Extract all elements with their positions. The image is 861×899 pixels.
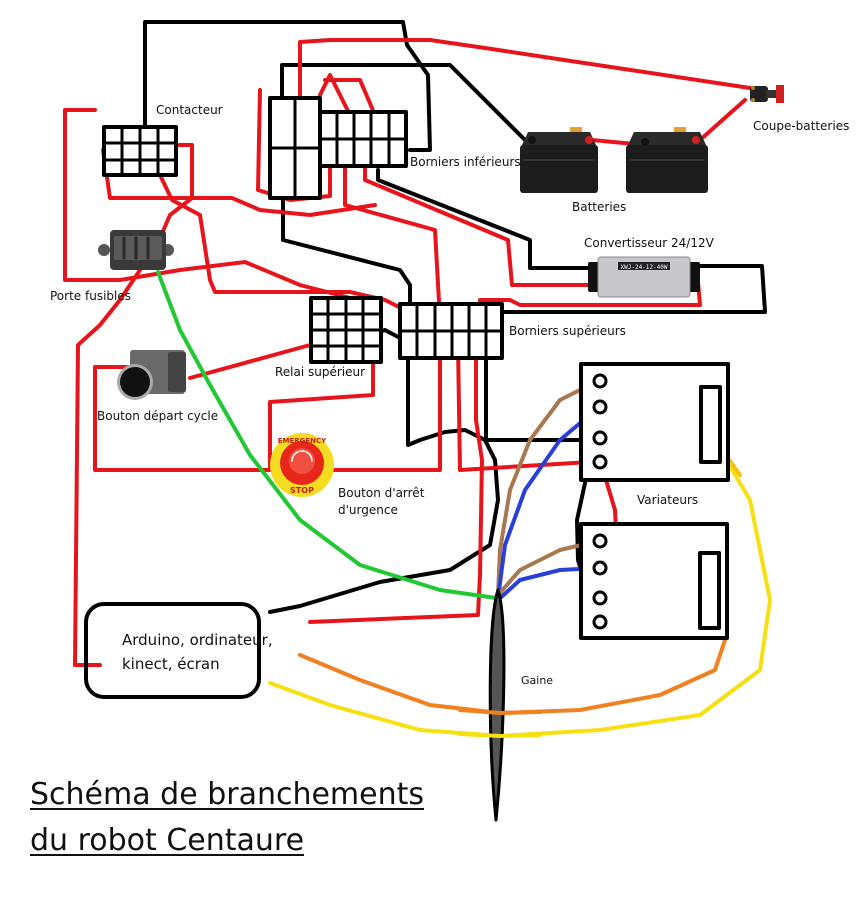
wire-red-estop-sup <box>328 343 442 472</box>
gaine-sleeve <box>488 588 506 822</box>
ground-wires <box>143 20 767 614</box>
wire-red-borniers-arcs <box>318 73 377 117</box>
title-line-1: Schéma de branchements <box>30 777 425 812</box>
label-convertisseur: Convertisseur 24/12V <box>584 236 714 250</box>
label-bouton-depart-cycle: Bouton départ cycle <box>97 409 219 423</box>
label-borniers-superieurs: Borniers supérieurs <box>509 324 626 338</box>
wire-blue-var1 <box>496 406 600 600</box>
bouton-depart-cycle <box>117 350 186 400</box>
label-relai-superieur: Relai supérieur <box>275 365 366 379</box>
wire-black-converter <box>376 168 600 270</box>
label-arduino-line2: kinect, écran <box>122 655 220 673</box>
battery-2 <box>626 127 708 193</box>
label-coupe-batteries: Coupe-batteries <box>753 119 850 133</box>
borniers-inferieurs-block <box>268 96 408 200</box>
coupe-batteries-switch <box>750 85 784 103</box>
wire-yellow-over-gaine <box>458 732 542 738</box>
wire-brown-var1 <box>496 378 602 597</box>
wire-red-sup-var <box>456 343 592 472</box>
battery-1 <box>520 127 598 193</box>
wire-black-borniers-down <box>281 168 412 322</box>
wire-black-sup-right <box>484 343 582 442</box>
contacteur-block <box>102 125 178 177</box>
variateur-2 <box>579 522 729 640</box>
wire-yellow-arduino-var <box>268 434 772 738</box>
wire-red-fuse-left-down <box>73 268 142 667</box>
wire-red-contact-loop <box>101 148 377 217</box>
bouton-arret-urgence <box>270 433 334 497</box>
stop-text: STOP <box>290 486 314 495</box>
wire-red-battery-cutoff <box>298 38 752 97</box>
wire-black-sup-left <box>268 343 500 614</box>
label-gaine: Gaine <box>521 674 554 687</box>
borniers-superieurs-block <box>398 302 504 360</box>
wire-red-start-estop <box>93 365 272 472</box>
arduino-box <box>84 602 261 699</box>
porte-fusibles-box <box>98 230 174 270</box>
variateur-1 <box>579 362 730 482</box>
wire-red-contact-fuse2 <box>158 143 194 240</box>
wire-red-left-big <box>63 108 360 302</box>
relai-superieur-block <box>309 296 383 364</box>
label-batteries: Batteries <box>572 200 627 214</box>
label-porte-fusibles: Porte fusibles <box>50 289 131 303</box>
wire-orange-over-gaine <box>458 708 542 715</box>
wire-red-sup-gaine <box>308 343 484 624</box>
wire-black-converter-right <box>498 264 767 314</box>
title-line-2: du robot Centaure <box>30 823 305 858</box>
diagram-title: Schéma de branchements du robot Centaure <box>30 772 424 864</box>
label-bouton-arret-line1: Bouton d'arrêt <box>338 486 425 500</box>
convertisseur-model-label: XWJ-24-12-40W <box>621 264 668 271</box>
wire-red-bornier-to-sup1 <box>343 163 442 322</box>
convertisseur-box <box>588 256 700 298</box>
label-borniers-inferieurs: Borniers inférieurs <box>410 155 521 169</box>
label-contacteur: Contacteur <box>156 103 223 117</box>
wire-black-borniers-battery <box>280 63 527 142</box>
wire-green-fuse-gaine <box>156 270 498 600</box>
label-variateurs: Variateurs <box>637 493 699 507</box>
wire-red-bornier-to-sup2 <box>363 158 592 287</box>
wire-black-top-loop <box>143 20 432 152</box>
emergency-text: EMERGENCY <box>278 437 327 445</box>
label-arduino-line1: Arduino, ordinateur, <box>122 631 273 649</box>
wire-orange-arduino-var <box>298 593 727 715</box>
label-bouton-arret-line2: d'urgence <box>338 503 398 517</box>
